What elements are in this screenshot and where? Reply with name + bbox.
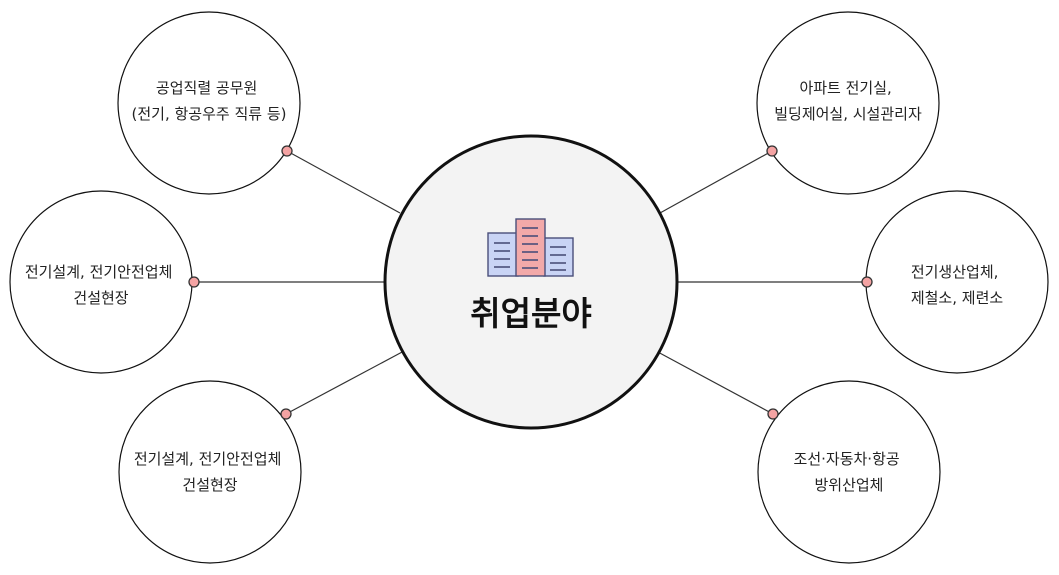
connector-dot-top-left xyxy=(281,145,293,157)
node-middle-right-line-1: 전기생산업체, xyxy=(911,263,999,281)
node-top-right-label: 아파트 전기실, 빌딩제어실, 시설관리자 xyxy=(774,79,922,123)
node-middle-right-circle xyxy=(865,190,1049,374)
node-top-left-label: 공업직렬 공무원 (전기, 항공우주 직류 등) xyxy=(132,79,287,123)
connector-bottom-right xyxy=(655,350,774,415)
office-buildings-icon xyxy=(487,218,574,277)
connector-bottom-left xyxy=(285,350,405,415)
connector-dot-middle-right xyxy=(861,276,873,288)
node-top-left-line-2: (전기, 항공우주 직류 등) xyxy=(132,105,287,123)
node-bottom-left: 전기설계, 전기안전업체 건설현장 xyxy=(118,380,302,564)
node-bottom-left-line-1: 전기설계, 전기안전업체 xyxy=(134,450,282,468)
node-middle-left-line-1: 전기설계, 전기안전업체 xyxy=(25,263,173,281)
node-bottom-right: 조선·자동차·항공 방위산업체 xyxy=(757,380,941,564)
node-middle-left-label: 전기설계, 전기안전업체 건설현장 xyxy=(25,263,177,307)
center-node-circle xyxy=(383,134,679,430)
node-middle-left-line-2: 건설현장 xyxy=(73,289,128,307)
connector-dot-bottom-left xyxy=(280,408,292,420)
node-middle-right-line-2: 제철소, 제련소 xyxy=(911,289,1004,307)
node-middle-right-label: 전기생산업체, 제철소, 제련소 xyxy=(911,263,1004,307)
node-bottom-right-line-1: 조선·자동차·항공 xyxy=(794,450,900,468)
center-title: 취업분야 xyxy=(470,294,591,333)
center-node: 취업분야 xyxy=(383,134,679,430)
node-top-left-circle xyxy=(117,11,301,195)
node-top-right-circle xyxy=(756,11,940,195)
connector-top-right xyxy=(659,150,773,214)
node-top-left: 공업직렬 공무원 (전기, 항공우주 직류 등) xyxy=(117,11,301,195)
node-top-right-line-1: 아파트 전기실, xyxy=(799,79,891,97)
node-middle-right: 전기생산업체, 제철소, 제련소 xyxy=(865,190,1049,374)
node-bottom-left-line-2: 건설현장 xyxy=(182,476,237,494)
node-top-left-line-1: 공업직렬 공무원 xyxy=(156,79,257,97)
node-bottom-right-line-2: 방위산업체 xyxy=(814,476,883,494)
connector-dot-bottom-right xyxy=(767,408,779,420)
node-bottom-right-label: 조선·자동차·항공 방위산업체 xyxy=(794,450,905,494)
node-middle-left: 전기설계, 전기안전업체 건설현장 xyxy=(9,190,193,374)
node-bottom-left-circle xyxy=(118,380,302,564)
node-bottom-left-label: 전기설계, 전기안전업체 건설현장 xyxy=(134,450,286,494)
connector-dot-middle-left xyxy=(188,276,200,288)
connector-top-left xyxy=(286,150,401,214)
node-top-right: 아파트 전기실, 빌딩제어실, 시설관리자 xyxy=(756,11,940,195)
node-bottom-right-circle xyxy=(757,380,941,564)
node-top-right-line-2: 빌딩제어실, 시설관리자 xyxy=(774,105,922,123)
connector-dot-top-right xyxy=(766,145,778,157)
node-middle-left-circle xyxy=(9,190,193,374)
